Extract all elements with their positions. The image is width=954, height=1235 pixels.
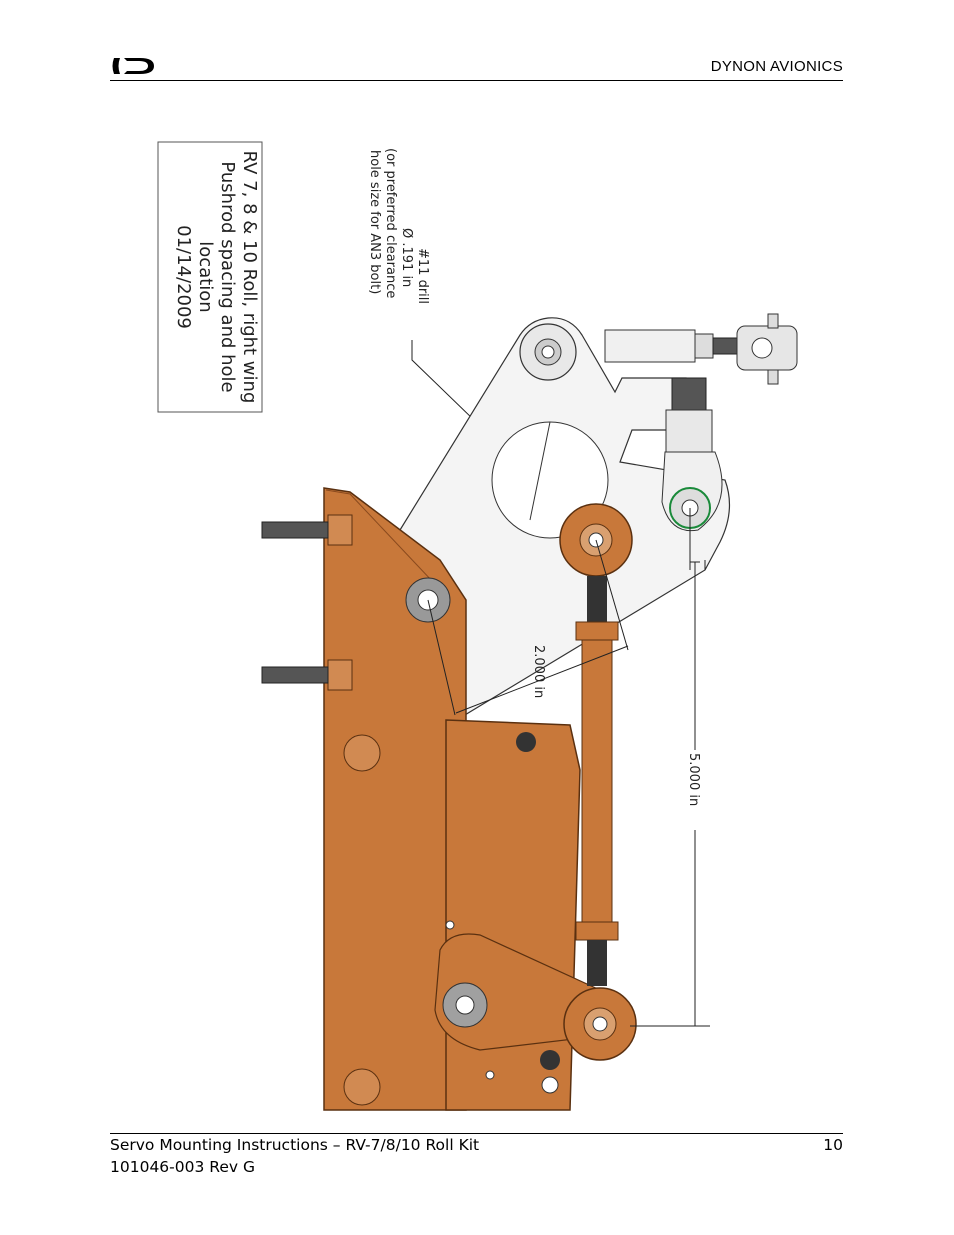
page-header: DYNON AVIONICS <box>110 52 843 81</box>
dimension-5in-label: 5.000 in <box>686 753 701 806</box>
drawing-title-box: RV 7, 8 & 10 Roll, right wing Pushrod sp… <box>157 141 263 413</box>
drill-note-line-4: hole size for AN3 bolt) <box>367 150 382 294</box>
servo-body <box>445 719 581 1111</box>
dimension-2in-label: 2.000 in <box>531 645 546 698</box>
company-name: DYNON AVIONICS <box>710 58 843 75</box>
drawing-title-line-1: RV 7, 8 & 10 Roll, right wing <box>239 151 260 404</box>
footer-rule <box>110 1133 843 1134</box>
drawing-title-line-4: 01/14/2009 <box>173 225 194 329</box>
drill-note-line-2: Ø .191 in <box>399 228 414 287</box>
drill-note-line-3: (or preferred clearance <box>383 148 398 298</box>
dimension-lines <box>427 508 710 1027</box>
rod-end-fitting <box>604 313 798 532</box>
footer-revision: 101046-003 Rev G <box>110 1158 255 1176</box>
drawing-title-line-3: location <box>195 241 216 312</box>
servo-mount-plate <box>261 487 467 1111</box>
page-number: 10 <box>823 1136 843 1154</box>
footer-document-title: Servo Mounting Instructions – RV-7/8/10 … <box>110 1136 480 1154</box>
drill-note: #11 drill Ø .191 in (or preferred cleara… <box>367 148 430 304</box>
dynon-logo-icon <box>112 58 154 74</box>
drill-note-line-1: #11 drill <box>415 248 430 304</box>
servo-pushrod-drawing: RV 7, 8 & 10 Roll, right wing Pushrod sp… <box>157 141 798 1111</box>
drawing-title-line-2: Pushrod spacing and hole <box>217 161 238 392</box>
pushrod <box>559 503 637 1061</box>
